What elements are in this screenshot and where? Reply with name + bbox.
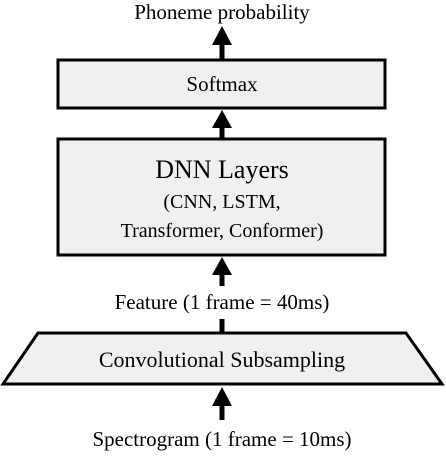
dnn-layers-box bbox=[56, 137, 387, 257]
softmax-label: Softmax bbox=[186, 72, 258, 96]
arrow-feature-to-dnn bbox=[212, 257, 232, 286]
softmax-block: Softmax bbox=[56, 58, 387, 110]
arrow-softmax-to-output bbox=[212, 26, 232, 60]
dnn-layers-block: DNN Layers (CNN, LSTM, Transformer, Conf… bbox=[56, 137, 387, 257]
dnn-layers-subtitle-line2: Transformer, Conformer) bbox=[121, 220, 324, 242]
feature-label: Feature (1 frame = 40ms) bbox=[115, 290, 330, 314]
output-label: Phoneme probability bbox=[134, 0, 310, 24]
convolutional-subsampling-trapezoid bbox=[0, 331, 445, 386]
convolutional-subsampling-label: Convolutional Subsampling bbox=[99, 347, 345, 372]
arrow-spectrogram-to-subsampling bbox=[212, 387, 232, 420]
dnn-layers-subtitle-line1: (CNN, LSTM, bbox=[163, 191, 280, 213]
input-label: Spectrogram (1 frame = 10ms) bbox=[92, 427, 351, 451]
convolutional-subsampling-block: Convolutional Subsampling bbox=[0, 331, 445, 386]
softmax-box bbox=[56, 58, 387, 110]
arrow-dnn-to-softmax bbox=[212, 110, 232, 139]
dnn-layers-title: DNN Layers bbox=[155, 155, 289, 184]
